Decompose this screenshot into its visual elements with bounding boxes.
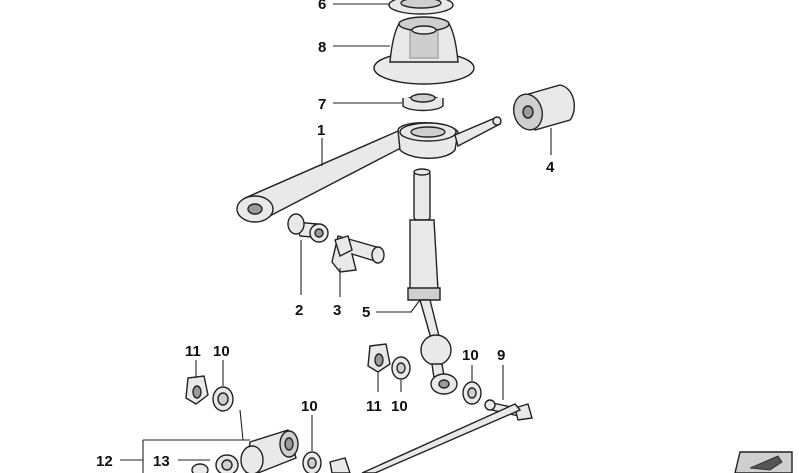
- callout-2: 2: [295, 302, 303, 319]
- part-10-washer-left: [212, 386, 234, 412]
- part-10-washer-bottom: [302, 451, 322, 473]
- part-5-shift-rod: [407, 168, 458, 395]
- part-4-bushing: [512, 84, 576, 131]
- callout-labels: 6 8 7 1 4 2 3 5 11 10 10 9 11 10 10 12 1…: [96, 0, 555, 470]
- part-1-lever-arm: [236, 116, 502, 223]
- part-10-washer-right: [462, 381, 482, 405]
- callout-10-left: 10: [213, 343, 230, 360]
- callout-10-bottom: 10: [301, 398, 318, 415]
- callout-8: 8: [318, 39, 326, 56]
- callout-12: 12: [96, 453, 113, 470]
- part-7-bushing: [402, 93, 444, 112]
- part-8-boot: [373, 16, 475, 85]
- callout-4: 4: [546, 159, 555, 176]
- callout-6: 6: [318, 0, 326, 13]
- part-12-joint: [240, 429, 299, 473]
- callout-10-middle: 10: [391, 398, 408, 415]
- callout-11-left: 11: [185, 343, 201, 360]
- callout-11-middle: 11: [366, 398, 382, 415]
- callout-10-right: 10: [462, 347, 479, 364]
- part-3-clip: [331, 235, 385, 273]
- callout-5: 5: [362, 304, 370, 321]
- callout-9: 9: [497, 347, 505, 364]
- part-9-linkage-rod: [361, 399, 533, 473]
- part-13-ring: [191, 454, 239, 473]
- callout-7: 7: [318, 96, 326, 113]
- leader-lines: [120, 3, 552, 473]
- callout-3: 3: [333, 302, 341, 319]
- part-10-washer-middle: [391, 356, 411, 380]
- part-11-clip-middle: [367, 343, 391, 373]
- part-11-clip-left: [185, 375, 209, 405]
- callout-1: 1: [317, 122, 325, 139]
- corner-logo-icon: [734, 451, 793, 473]
- part-2-pin: [287, 213, 329, 243]
- part-6-ring: [388, 0, 454, 15]
- callout-13: 13: [153, 453, 170, 470]
- part-rod-end-bottom: [329, 457, 351, 473]
